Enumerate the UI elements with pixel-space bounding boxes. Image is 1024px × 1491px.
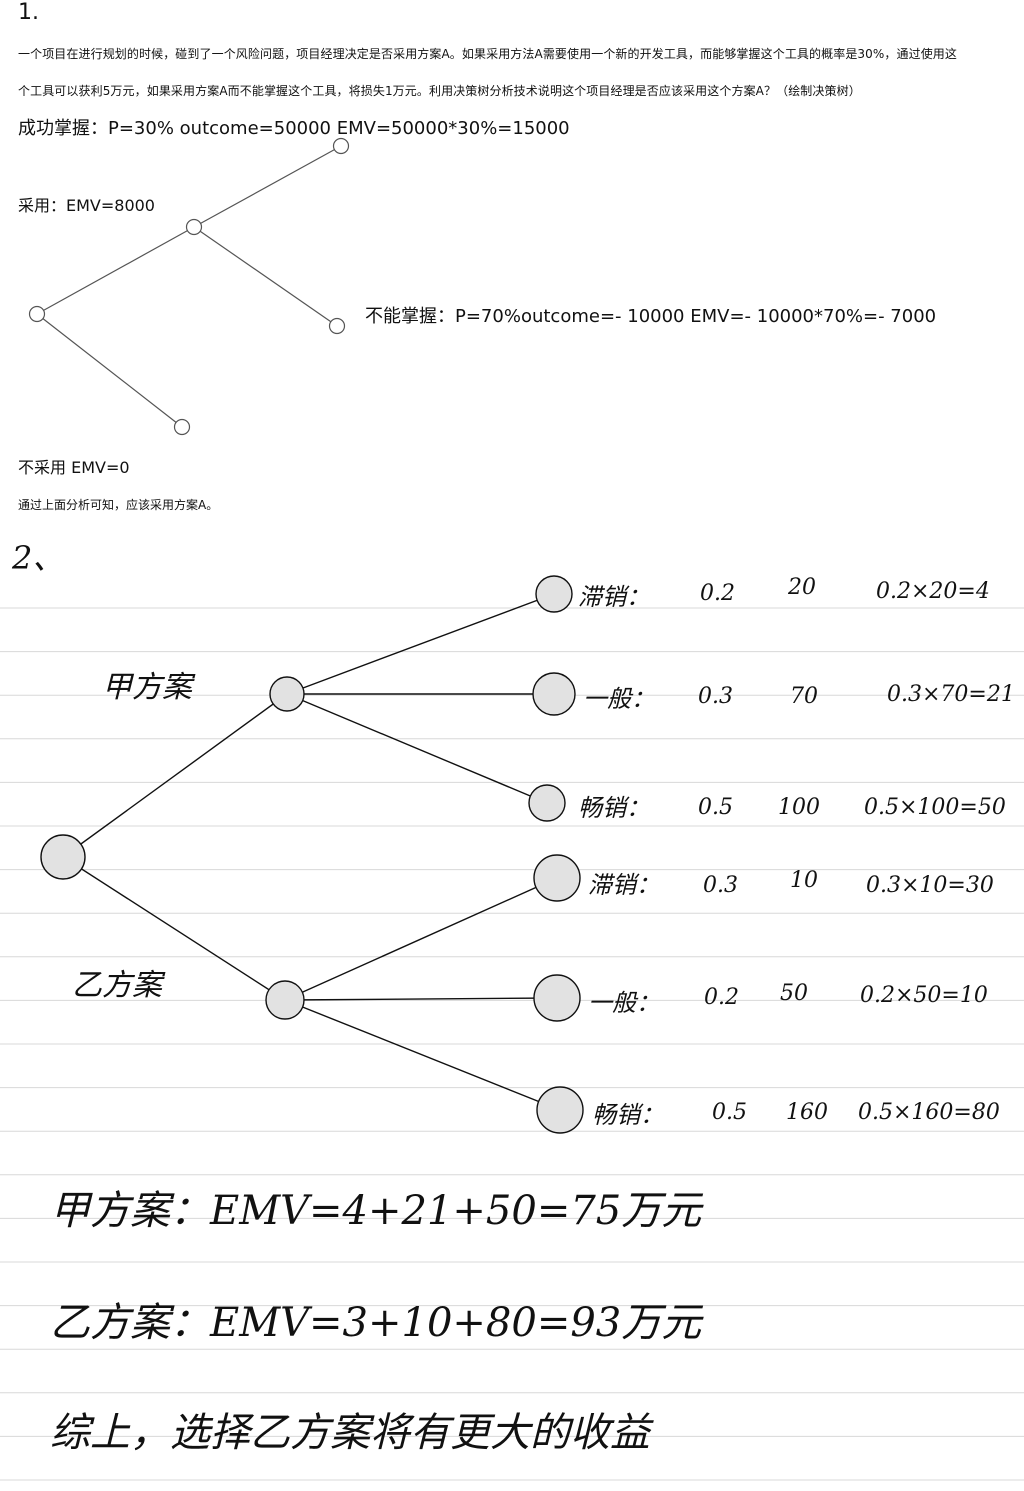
tree2-edge-b-1 bbox=[284, 877, 558, 1001]
plan-b-leaf-3-outcome: 160 bbox=[786, 1100, 828, 1125]
decision-tree-2 bbox=[40, 575, 584, 1134]
plan-b-leaf-3-calc: 0.5×160=80 bbox=[858, 1100, 1000, 1125]
tree2-edge-a-3 bbox=[286, 693, 548, 804]
plan-a-leaf-3-prob: 0.5 bbox=[698, 795, 733, 820]
tree2-edge-b-3 bbox=[284, 999, 561, 1111]
tree1-fail-node bbox=[328, 317, 346, 335]
ruled-lines bbox=[0, 607, 1024, 1481]
plan-a-leaf-2-prob: 0.3 bbox=[698, 684, 733, 709]
plan-b-leaf-2-calc: 0.2×50=10 bbox=[860, 983, 988, 1008]
plan-a-leaf-1-prob: 0.2 bbox=[700, 581, 735, 606]
plan-a-leaf-1-outcome: 20 bbox=[788, 575, 816, 600]
decision-tree-1 bbox=[28, 137, 350, 436]
plan-a-emv-summary: 甲方案：EMV=4+21+50=75万元 bbox=[50, 1188, 702, 1234]
question-1-number: 1. bbox=[18, 0, 39, 25]
tree1-root-node bbox=[28, 305, 46, 323]
plan-a-leaf-2-outcome: 70 bbox=[790, 684, 818, 709]
plan-a-leaf-3-outcome: 100 bbox=[778, 795, 820, 820]
plan-b-leaf-2-label: 一般： bbox=[588, 989, 660, 1017]
fail-branch-label: 不能掌握：P=70%outcome=- 10000 EMV=- 10000*70… bbox=[365, 306, 937, 327]
plan-b-leaf-2-prob: 0.2 bbox=[704, 985, 739, 1010]
tree1-success-node bbox=[332, 137, 350, 155]
tree1-edge-adopt-success bbox=[193, 145, 342, 228]
tree1-edge-root-adopt bbox=[36, 226, 195, 315]
plan-b-leaf-1-outcome: 10 bbox=[790, 868, 818, 893]
tree1-notadopt-node bbox=[173, 418, 191, 436]
tree2-b-leaf-2 bbox=[533, 974, 581, 1022]
tree2-edge-root-a bbox=[62, 693, 288, 858]
success-branch-label: 成功掌握：P=30% outcome=50000 EMV=50000*30%=1… bbox=[18, 118, 570, 139]
plan-b-leaf-1-prob: 0.3 bbox=[703, 873, 738, 898]
plan-b-leaf-1-calc: 0.3×10=30 bbox=[866, 873, 994, 898]
tree2-root-node bbox=[40, 834, 86, 880]
tree2-edge-a-1 bbox=[286, 593, 555, 695]
question-2-number: 2、 bbox=[12, 539, 65, 577]
tree1-edge-adopt-fail bbox=[193, 226, 338, 327]
plan-a-leaf-3-label: 畅销： bbox=[578, 794, 650, 822]
question-1-text-line-1: 一个项目在进行规划的时候，碰到了一个风险问题，项目经理决定是否采用方案A。如果采… bbox=[18, 47, 957, 61]
tree1-edge-root-notadopt bbox=[36, 313, 183, 428]
tree2-b-leaf-1 bbox=[533, 854, 581, 902]
question-1-conclusion: 通过上面分析可知，应该采用方案A。 bbox=[18, 498, 219, 512]
tree2-a-leaf-2 bbox=[532, 672, 576, 716]
plan-b-leaf-1-label: 滞销： bbox=[588, 871, 660, 899]
tree2-edge-root-b bbox=[62, 856, 286, 1001]
plan-b-emv-summary: 乙方案：EMV=3+10+80=93万元 bbox=[50, 1300, 702, 1346]
tree2-a-leaf-3 bbox=[528, 784, 566, 822]
adopt-branch-label: 采用：EMV=8000 bbox=[18, 196, 155, 215]
tree2-b-leaf-3 bbox=[536, 1086, 584, 1134]
tree1-adopt-node bbox=[185, 218, 203, 236]
plan-b-leaf-3-prob: 0.5 bbox=[712, 1100, 747, 1125]
plan-a-leaf-3-calc: 0.5×100=50 bbox=[864, 795, 1006, 820]
tree2-edge-b-2 bbox=[284, 997, 558, 1001]
question-1-text-line-2: 个工具可以获利5万元，如果采用方案A而不能掌握这个工具，将损失1万元。利用决策树… bbox=[18, 84, 861, 98]
plan-b-leaf-3-label: 畅销： bbox=[592, 1101, 664, 1129]
plan-a-leaf-1-calc: 0.2×20=4 bbox=[876, 579, 990, 604]
plan-a-leaf-2-label: 一般： bbox=[583, 685, 655, 713]
plan-a-leaf-1-label: 滞销： bbox=[578, 583, 650, 611]
tree2-plan-b-node bbox=[265, 980, 305, 1020]
tree2-a-leaf-1 bbox=[535, 575, 573, 613]
not-adopt-branch-label: 不采用 EMV=0 bbox=[18, 458, 130, 477]
final-conclusion: 综上，选择乙方案将有更大的收益 bbox=[50, 1410, 650, 1456]
plan-a-leaf-2-calc: 0.3×70=21 bbox=[887, 682, 1015, 707]
plan-b-label: 乙方案 bbox=[72, 968, 162, 1003]
plan-b-leaf-2-outcome: 50 bbox=[780, 981, 808, 1006]
plan-a-label: 甲方案 bbox=[102, 670, 192, 705]
tree2-plan-a-node bbox=[269, 676, 305, 712]
